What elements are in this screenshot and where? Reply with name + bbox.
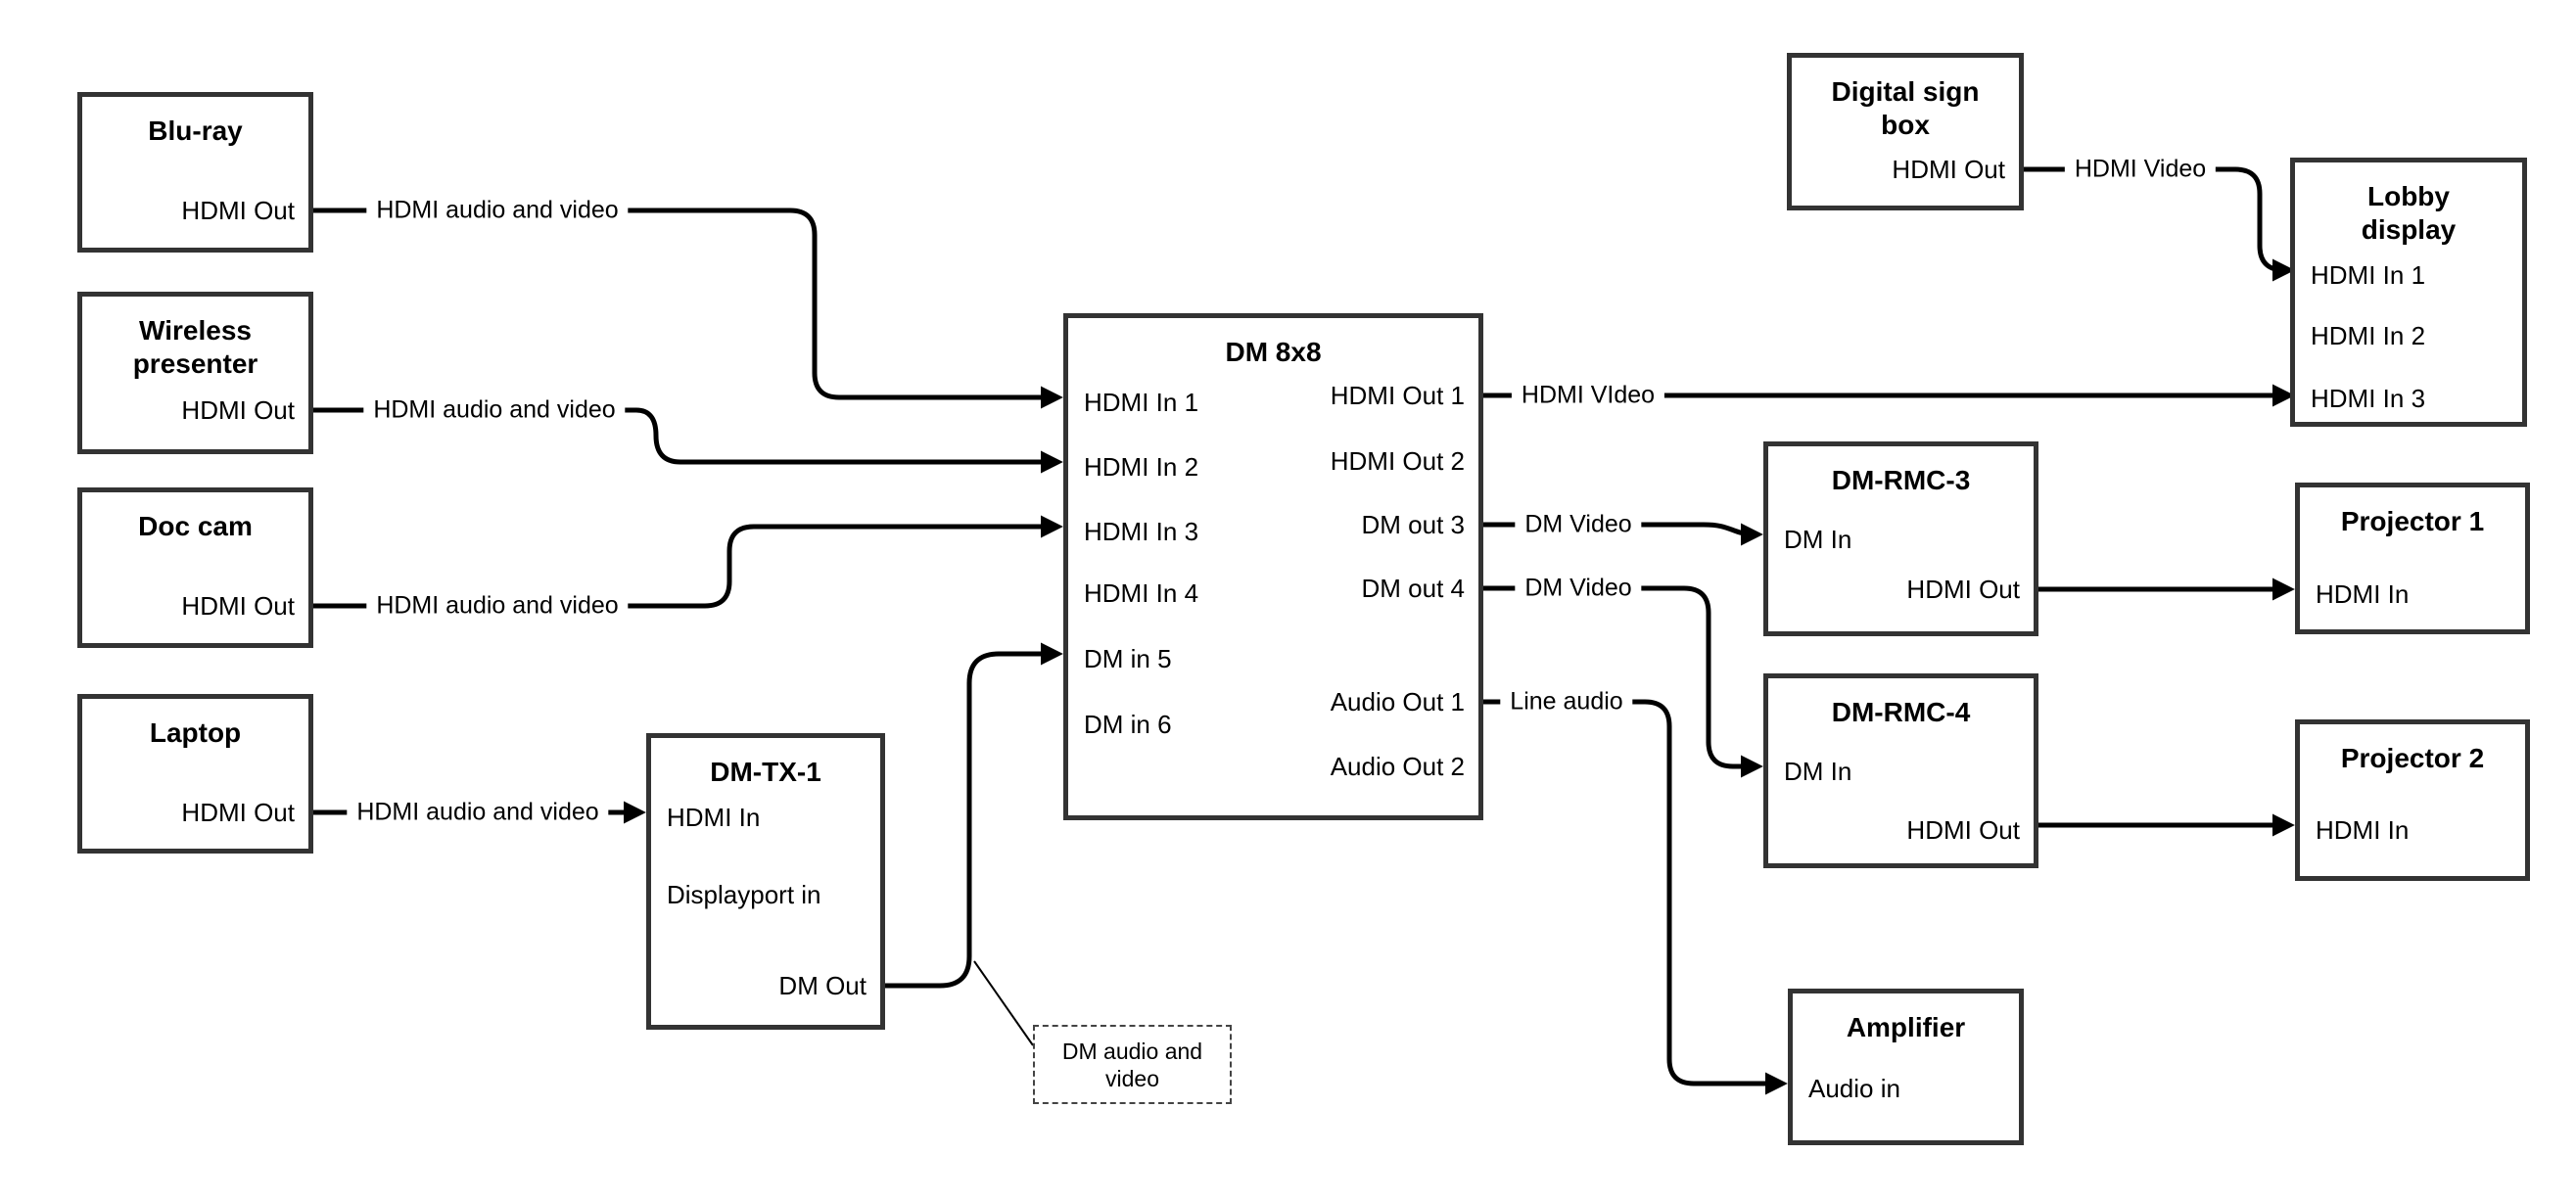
node-digital-sign-box: Digital sign box HDMI Out bbox=[1787, 53, 2024, 210]
port-hdmi-in: HDMI In bbox=[667, 803, 761, 832]
connection-label-hdmi-video-out1: HDMI VIdeo bbox=[1511, 380, 1665, 411]
node-title: Amplifier bbox=[1846, 1012, 1966, 1042]
node-laptop: Laptop HDMI Out bbox=[77, 694, 313, 854]
port-audio-out-1: Audio Out 1 bbox=[1330, 687, 1465, 716]
port-hdmi-in-3: HDMI In 3 bbox=[2311, 384, 2426, 413]
node-dm-8x8: DM 8x8 HDMI In 1 HDMI In 2 HDMI In 3 HDM… bbox=[1063, 313, 1483, 820]
port-dm-in-6: DM in 6 bbox=[1084, 710, 1172, 739]
node-projector-2: Projector 2 HDMI In bbox=[2295, 719, 2530, 881]
callout-dm-audio-video: DM audio and video bbox=[1033, 1025, 1232, 1104]
port-dm-out: DM Out bbox=[778, 971, 866, 1000]
port-hdmi-out-2: HDMI Out 2 bbox=[1330, 446, 1465, 476]
port-hdmi-out: HDMI Out bbox=[181, 196, 295, 225]
node-dm-rmc-3: DM-RMC-3 DM In HDMI Out bbox=[1763, 441, 2038, 636]
edge-digitalsign-to-lobby bbox=[2024, 166, 2295, 282]
connection-label-dm-video-out4: DM Video bbox=[1515, 573, 1642, 604]
port-hdmi-in-3: HDMI In 3 bbox=[1084, 517, 1199, 546]
port-hdmi-out-1: HDMI Out 1 bbox=[1330, 381, 1465, 410]
port-hdmi-out: HDMI Out bbox=[1892, 155, 2005, 184]
callout-label: DM audio and video bbox=[1061, 1038, 1203, 1091]
port-hdmi-out: HDMI Out bbox=[1906, 815, 2020, 845]
node-amplifier: Amplifier Audio in bbox=[1788, 989, 2024, 1145]
port-dm-out-4: DM out 4 bbox=[1361, 574, 1466, 603]
port-dm-in: DM In bbox=[1784, 757, 1852, 786]
node-title: Digital sign box bbox=[1831, 76, 1980, 140]
port-hdmi-in-2: HDMI In 2 bbox=[2311, 321, 2426, 350]
edge-dmtx1-to-dm8x8 bbox=[885, 642, 1063, 989]
port-dm-in: DM In bbox=[1784, 525, 1852, 554]
port-dm-out-3: DM out 3 bbox=[1361, 510, 1466, 539]
port-hdmi-in: HDMI In bbox=[2316, 579, 2410, 609]
node-dm-rmc-4: DM-RMC-4 DM In HDMI Out bbox=[1763, 673, 2038, 868]
edge-dm8x8-out4-to-rmc4 bbox=[1483, 585, 1763, 778]
node-title: DM-TX-1 bbox=[710, 757, 821, 787]
node-dm-tx-1: DM-TX-1 HDMI In Displayport in DM Out bbox=[646, 733, 885, 1030]
port-hdmi-in-1: HDMI In 1 bbox=[1084, 388, 1199, 417]
port-hdmi-out: HDMI Out bbox=[181, 395, 295, 425]
port-audio-out-2: Audio Out 2 bbox=[1330, 752, 1465, 781]
port-hdmi-out: HDMI Out bbox=[181, 591, 295, 621]
node-title: Laptop bbox=[149, 717, 242, 748]
node-title: DM-RMC-4 bbox=[1831, 697, 1971, 727]
node-doc-cam: Doc cam HDMI Out bbox=[77, 487, 313, 648]
port-hdmi-in-1: HDMI In 1 bbox=[2311, 260, 2426, 290]
port-displayport-in: Displayport in bbox=[667, 880, 821, 909]
edge-dm8x8-out3-to-rmc3 bbox=[1483, 522, 1763, 546]
node-blu-ray: Blu-ray HDMI Out bbox=[77, 92, 313, 253]
node-title: Projector 1 bbox=[2340, 506, 2485, 536]
port-hdmi-in-2: HDMI In 2 bbox=[1084, 452, 1199, 482]
node-wireless-presenter: Wireless presenter HDMI Out bbox=[77, 292, 313, 454]
node-title: Lobby display bbox=[2361, 181, 2457, 245]
node-title: Wireless presenter bbox=[132, 315, 258, 379]
connection-label-hdmi-av-bluray: HDMI audio and video bbox=[366, 195, 629, 226]
connection-label-line-audio: Line audio bbox=[1500, 686, 1633, 717]
edge-bluray-to-dm8x8 bbox=[313, 208, 1063, 409]
node-title: Projector 2 bbox=[2340, 743, 2485, 773]
edge-doccam-to-dm8x8 bbox=[313, 515, 1063, 609]
connection-label-dm-video-out3: DM Video bbox=[1515, 509, 1642, 540]
port-hdmi-out: HDMI Out bbox=[1906, 575, 2020, 604]
port-hdmi-in: HDMI In bbox=[2316, 815, 2410, 845]
node-projector-1: Projector 1 HDMI In bbox=[2295, 483, 2530, 634]
connection-label-hdmi-video-sign: HDMI Video bbox=[2064, 154, 2217, 185]
edge-wireless-to-dm8x8 bbox=[313, 407, 1063, 474]
port-hdmi-out: HDMI Out bbox=[181, 798, 295, 827]
connection-label-hdmi-av-doccam: HDMI audio and video bbox=[366, 590, 629, 622]
connection-label-hdmi-av-laptop: HDMI audio and video bbox=[347, 797, 609, 828]
edge-dm8x8-audio1-to-amp bbox=[1483, 699, 1788, 1095]
callout-leader-line bbox=[973, 960, 1034, 1046]
node-title: DM-RMC-3 bbox=[1831, 465, 1971, 495]
node-title: Blu-ray bbox=[148, 115, 243, 146]
port-hdmi-in-4: HDMI In 4 bbox=[1084, 578, 1199, 608]
port-dm-in-5: DM in 5 bbox=[1084, 644, 1172, 673]
node-lobby-display: Lobby display HDMI In 1 HDMI In 2 HDMI I… bbox=[2290, 158, 2527, 427]
node-title: DM 8x8 bbox=[1225, 337, 1322, 367]
connection-label-hdmi-av-wireless: HDMI audio and video bbox=[363, 394, 626, 426]
node-title: Doc cam bbox=[138, 511, 253, 541]
port-audio-in: Audio in bbox=[1808, 1074, 1900, 1103]
